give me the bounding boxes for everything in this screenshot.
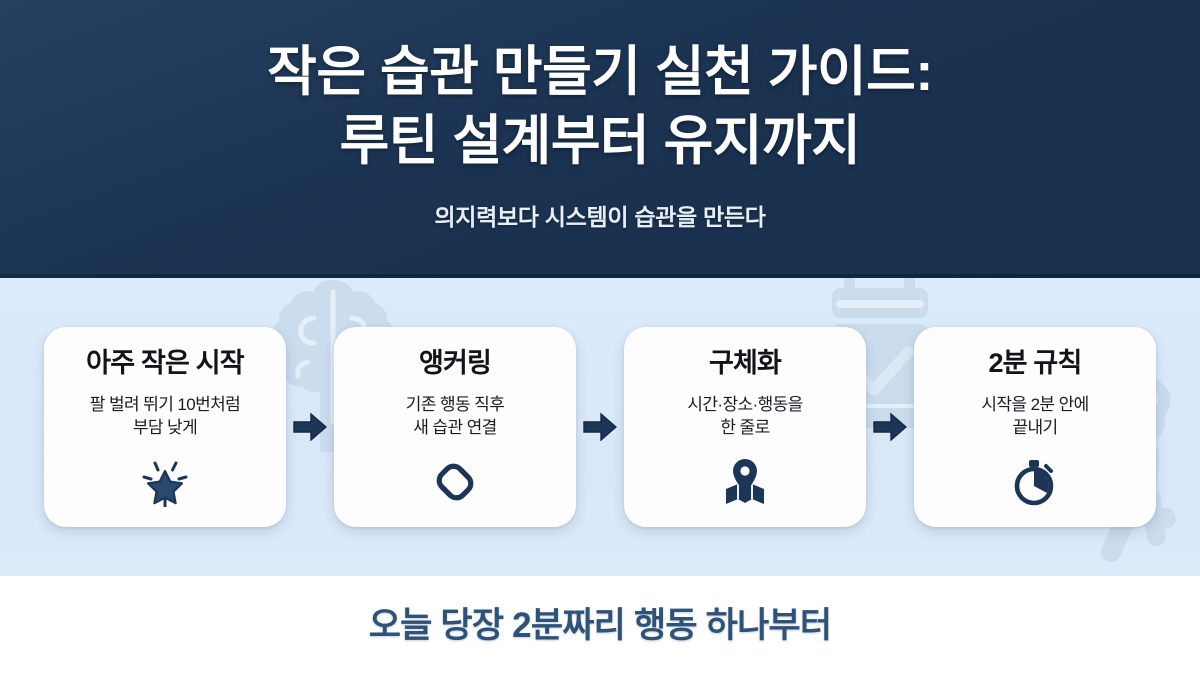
step-description-line-2: 부담 낮게: [132, 418, 198, 438]
step-description-line-2: 끝내기: [1012, 418, 1058, 438]
arrow-right-icon-1: [286, 412, 334, 442]
step-description: 시간·장소·행동을 한 줄로: [687, 393, 803, 440]
step-description-line-2: 새 습관 연결: [413, 418, 497, 438]
page-title-line-2: 루틴 설계부터 유지까지: [339, 111, 861, 172]
footer-call-to-action: 오늘 당장 2분짜리 행동 하나부터: [368, 606, 832, 645]
step-description-line-1: 시간·장소·행동을: [687, 394, 803, 414]
map-pin-icon: [718, 457, 772, 507]
step-description-line-2: 한 줄로: [720, 418, 770, 438]
steps-row: 아주 작은 시작 팔 벌려 뛰기 10번처럼 부담 낮게: [0, 278, 1200, 576]
page-title-line-1: 작은 습관 만들기 실천 가이드:: [267, 42, 933, 102]
step-description: 기존 행동 직후 새 습관 연결: [406, 393, 505, 440]
step-description-line-1: 팔 벌려 뛰기 10번처럼: [89, 394, 241, 414]
step-description: 팔 벌려 뛰기 10번처럼 부담 낮게: [89, 393, 241, 440]
step-description-line-1: 시작을 2분 안에: [981, 394, 1089, 414]
arrow-right-icon-2: [576, 412, 624, 442]
step-card-1[interactable]: 아주 작은 시작 팔 벌려 뛰기 10번처럼 부담 낮게: [44, 327, 286, 527]
header-banner: 작은 습관 만들기 실천 가이드: 루틴 설계부터 유지까지 의지력보다 시스템…: [0, 0, 1200, 278]
step-card-3[interactable]: 구체화 시간·장소·행동을 한 줄로: [624, 327, 866, 527]
step-card-2[interactable]: 앵커링 기존 행동 직후 새 습관 연결: [334, 327, 576, 527]
page-subtitle: 의지력보다 시스템이 습관을 만든다: [434, 204, 766, 231]
stopwatch-icon: [1010, 457, 1060, 507]
step-title: 구체화: [708, 348, 782, 378]
arrow-right-icon-3: [866, 412, 914, 442]
step-description: 시작을 2분 안에 끝내기: [981, 393, 1089, 440]
step-title: 아주 작은 시작: [86, 348, 244, 378]
chain-link-icon: [430, 457, 480, 507]
footer-banner: 오늘 당장 2분짜리 행동 하나부터: [0, 576, 1200, 675]
step-title: 2분 규칙: [988, 348, 1082, 378]
sparkle-star-icon: [140, 457, 190, 507]
step-title: 앵커링: [418, 348, 492, 378]
step-description-line-1: 기존 행동 직후: [405, 394, 505, 414]
step-card-4[interactable]: 2분 규칙 시작을 2분 안에 끝내기: [914, 327, 1156, 527]
